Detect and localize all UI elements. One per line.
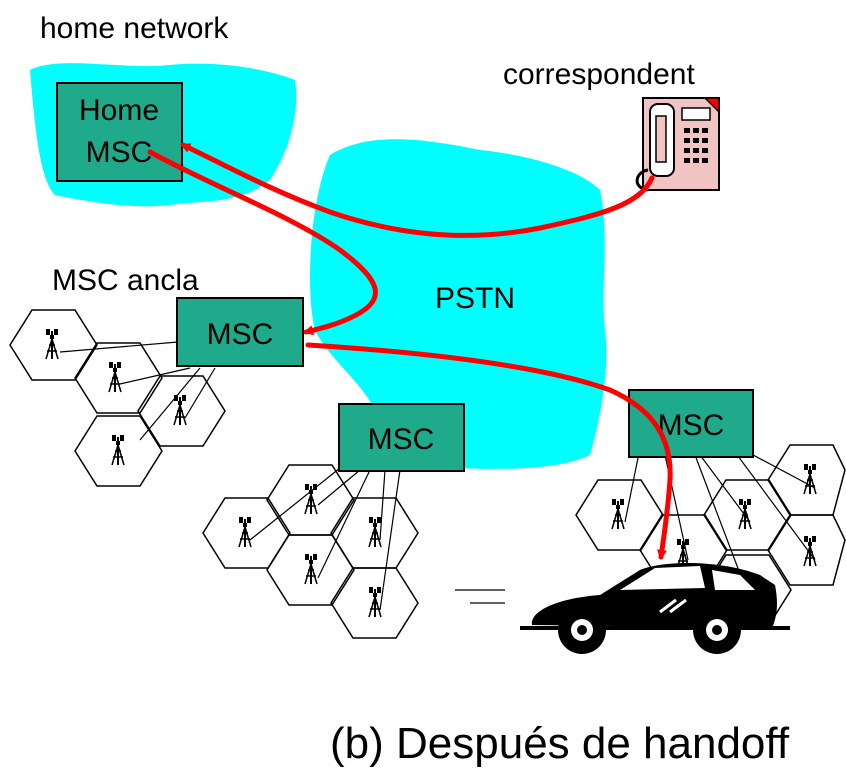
anchor-cell-group <box>9 309 226 487</box>
home-msc-label-2: MSC <box>86 136 153 169</box>
anchor-msc-box <box>176 297 304 367</box>
msc-tower-links <box>59 341 816 611</box>
msc-anchor-label: MSC ancla <box>52 264 199 297</box>
pstn-label: PSTN <box>435 282 515 315</box>
home-network-label: home network <box>40 12 229 45</box>
right-msc-label: MSC <box>658 409 725 442</box>
middle-msc-box <box>338 403 465 472</box>
pstn-cloud <box>310 139 607 469</box>
route-correspondent-to-home <box>180 142 655 238</box>
car-icon <box>520 563 790 654</box>
home-msc-label-1: Home <box>79 94 159 127</box>
home-msc-box <box>56 82 183 182</box>
call-route <box>147 142 673 560</box>
telephone-icon <box>635 97 720 192</box>
caption: (b) Después de handoff <box>330 719 790 768</box>
middle-cell-group <box>202 464 419 639</box>
middle-msc-label: MSC <box>368 423 435 456</box>
anchor-msc-label: MSC <box>207 318 274 351</box>
right-msc-box <box>628 389 754 458</box>
route-anchor-to-car <box>305 342 673 560</box>
route-home-to-anchor <box>147 149 378 336</box>
correspondent-label: correspondent <box>503 58 695 91</box>
right-cell-group <box>575 444 846 626</box>
